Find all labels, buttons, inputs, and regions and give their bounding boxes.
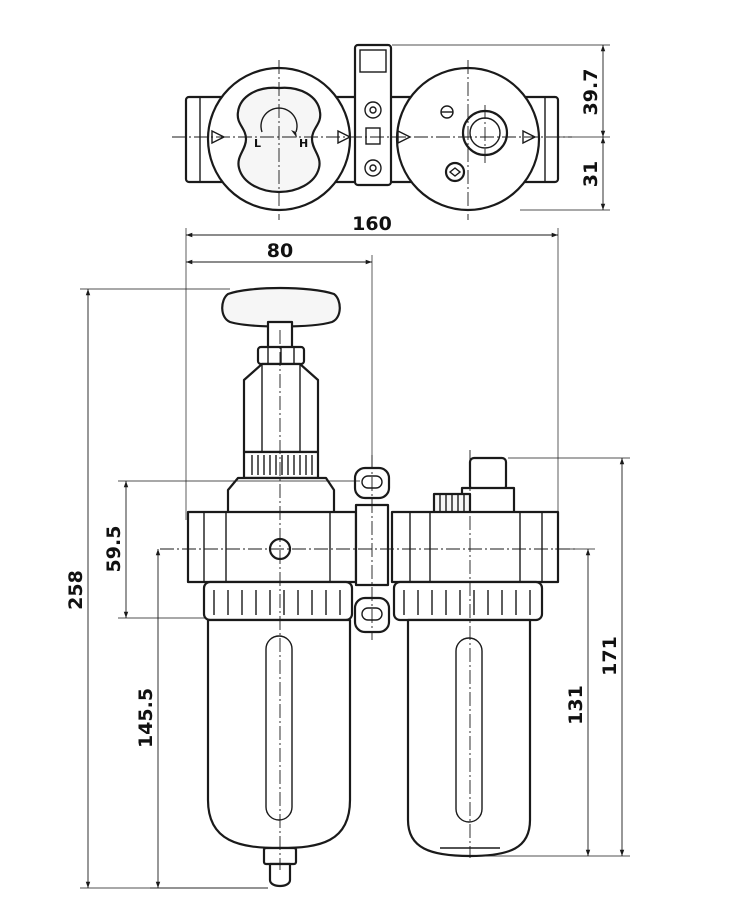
filter-bowl [206, 618, 352, 850]
lubricator-bowl-ring [392, 580, 544, 622]
lubricator-body [390, 510, 560, 584]
regulator-knob-front [221, 286, 341, 328]
knob-label-high: H [299, 137, 308, 150]
filter-sight-glass [265, 635, 293, 821]
filter-bowl-ring [202, 580, 354, 622]
lubricator-sight-glass [455, 637, 483, 823]
dim-filter-height: 145.5 [135, 688, 157, 748]
dim-lubricator-height: 171 [599, 636, 621, 676]
regulator-upper-body [226, 476, 336, 517]
dim-half-width: 80 [267, 240, 293, 262]
center-clamp-top [353, 43, 393, 187]
dim-lubricator-bowl-height: 131 [565, 685, 587, 725]
regulator-bonnet [242, 362, 320, 454]
dim-top-lower: 31 [580, 161, 602, 187]
lubricator-bowl [406, 618, 532, 858]
top-view-height-dimensions: 39.7 31 [392, 44, 610, 211]
drain-plug-top [444, 161, 466, 183]
dim-total-width: 160 [352, 213, 392, 235]
threaded-ring [242, 450, 320, 480]
drain-valve [268, 862, 292, 888]
width-dimensions: 160 80 [185, 213, 559, 520]
filter-regulator-body [186, 510, 358, 584]
top-view: L H [172, 43, 572, 220]
dim-total-height: 258 [65, 570, 87, 610]
lubricator-fill-plug [468, 456, 508, 492]
flow-arrow-icon [522, 129, 537, 145]
dim-port-height: 59.5 [103, 526, 125, 573]
dim-top-upper: 39.7 [580, 69, 602, 116]
front-view [160, 286, 575, 888]
knob-label-low: L [254, 137, 261, 150]
front-view-height-dimensions: 258 59.5 145.5 131 171 [65, 288, 630, 889]
